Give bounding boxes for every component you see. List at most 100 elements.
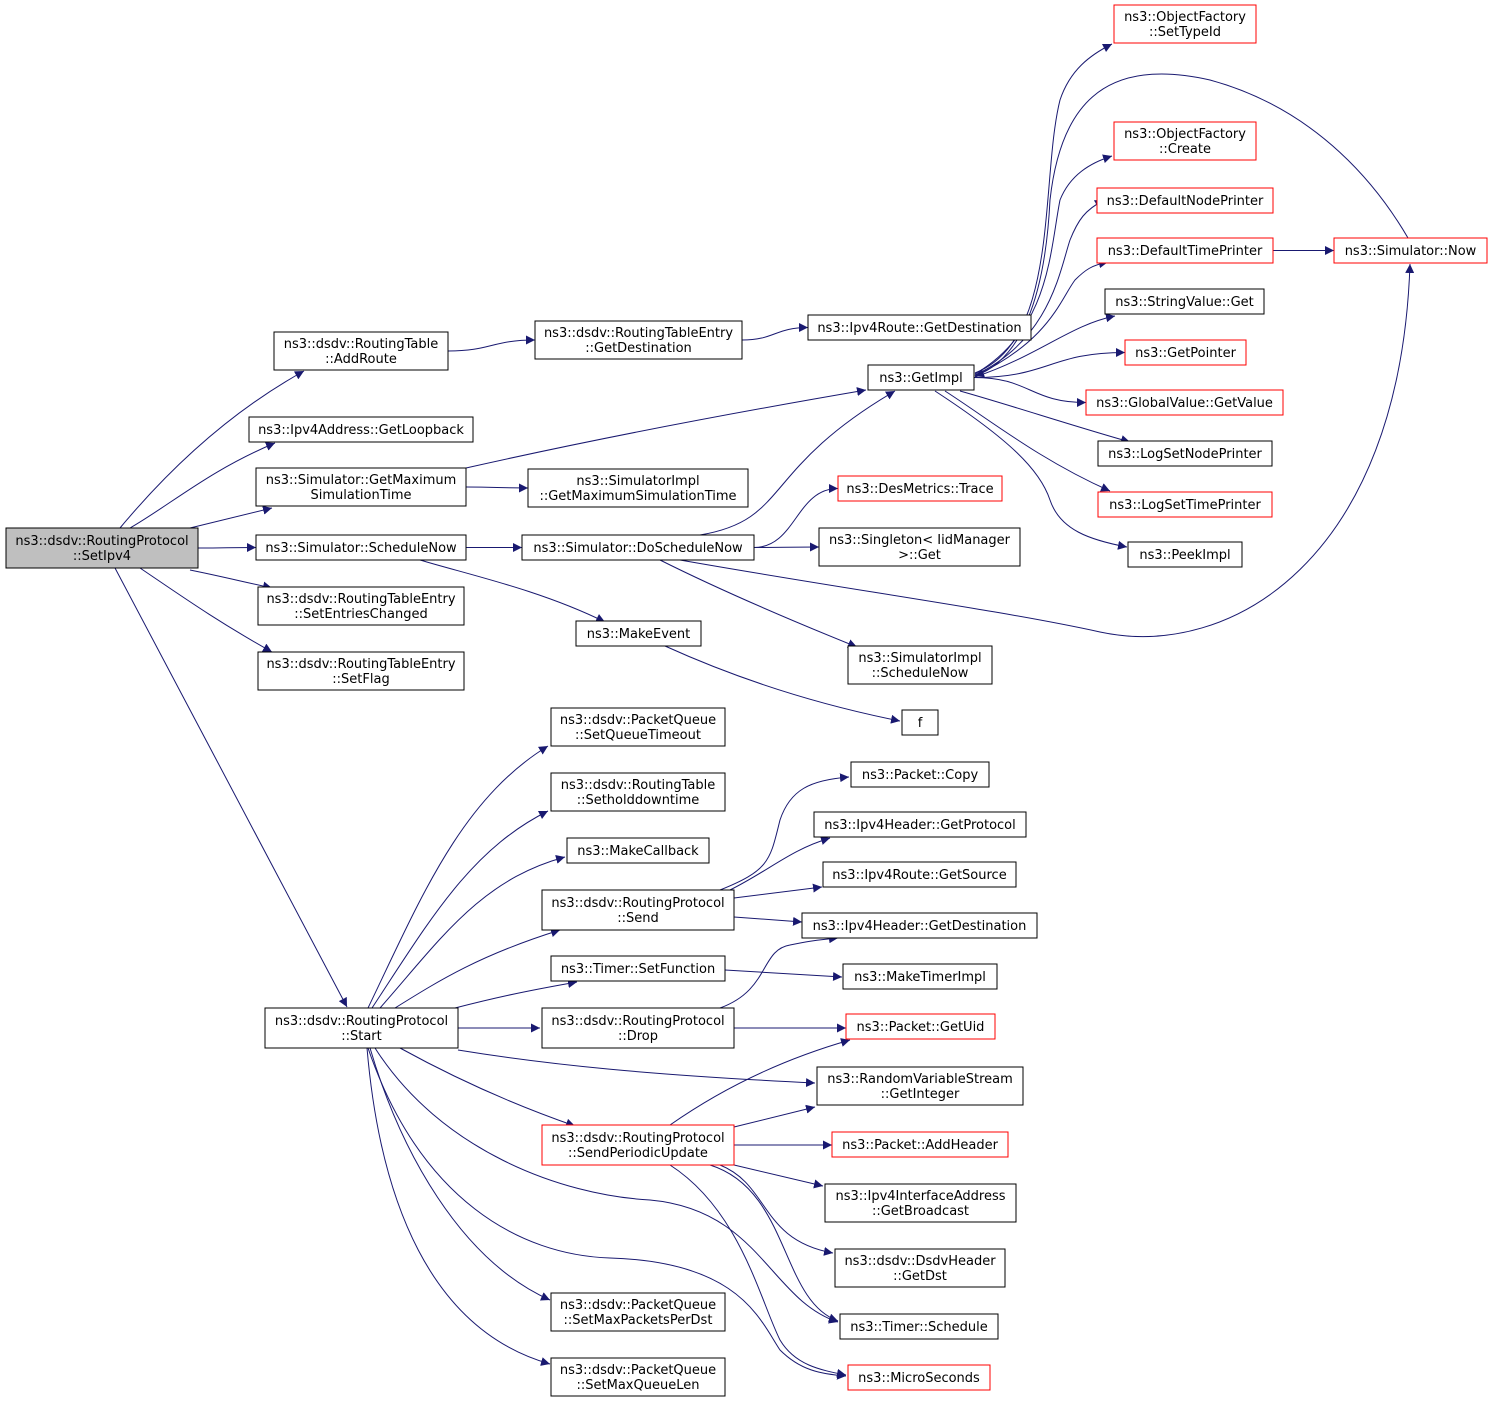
- node-simimpl-getmax[interactable]: ns3::SimulatorImpl::GetMaximumSimulation…: [527, 468, 749, 508]
- node-makecallback[interactable]: ns3::MakeCallback: [566, 837, 710, 864]
- node-label-line: ns3::Ipv4Route::GetDestination: [817, 321, 1021, 336]
- node-sim-getmax[interactable]: ns3::Simulator::GetMaximumSimulationTime: [255, 467, 467, 507]
- edge-setipv4-to-addroute: [119, 370, 305, 529]
- node-label-line: ns3::ObjectFactory: [1124, 127, 1246, 142]
- node-box: [575, 620, 702, 647]
- node-label-line: ns3::dsdv::RoutingTableEntry: [266, 592, 455, 607]
- node-rt-setholddowntime[interactable]: ns3::dsdv::RoutingTable::Setholddowntime: [550, 772, 726, 812]
- node-setipv4[interactable]: ns3::dsdv::RoutingProtocol::SetIpv4: [5, 527, 199, 569]
- node-setflag[interactable]: ns3::dsdv::RoutingTableEntry::SetFlag: [257, 651, 465, 691]
- node-packet-addheader[interactable]: ns3::Packet::AddHeader: [831, 1131, 1009, 1158]
- node-label-line: ns3::dsdv::PacketQueue: [560, 713, 716, 728]
- node-label-line: ::SetMaxQueueLen: [577, 1378, 700, 1393]
- node-box: [816, 1066, 1024, 1106]
- node-dsdvheader-getdst[interactable]: ns3::dsdv::DsdvHeader::GetDst: [834, 1248, 1006, 1288]
- node-label-line: ns3::Simulator::GetMaximum: [266, 473, 457, 488]
- node-box: [850, 761, 990, 788]
- node-sim-doschednow[interactable]: ns3::Simulator::DoScheduleNow: [521, 534, 755, 561]
- node-label-line: ::SetQueueTimeout: [575, 728, 701, 743]
- node-simimpl-schednow[interactable]: ns3::SimulatorImpl::ScheduleNow: [847, 645, 993, 685]
- node-getpointer[interactable]: ns3::GetPointer: [1124, 339, 1247, 366]
- edge-sim-schednow-to-makeevent: [419, 559, 606, 623]
- node-label-line: ns3::dsdv::RoutingProtocol: [551, 1131, 724, 1146]
- node-label-line: ns3::dsdv::DsdvHeader: [844, 1254, 996, 1269]
- node-ipv4header-getprotocol[interactable]: ns3::Ipv4Header::GetProtocol: [813, 811, 1027, 838]
- edge-start-to-rvs-getinteger: [457, 1049, 816, 1088]
- node-timer-schedule[interactable]: ns3::Timer::Schedule: [839, 1313, 999, 1340]
- node-rvs-getinteger[interactable]: ns3::RandomVariableStream::GetInteger: [816, 1066, 1024, 1106]
- node-label-line: ns3::RandomVariableStream: [827, 1072, 1013, 1087]
- node-box: [566, 837, 710, 864]
- node-pq-setmaxpacketsperdst[interactable]: ns3::dsdv::PacketQueue::SetMaxPacketsPer…: [550, 1292, 726, 1332]
- node-addroute[interactable]: ns3::dsdv::RoutingTable::AddRoute: [273, 331, 449, 371]
- node-box: [550, 707, 726, 747]
- node-globalvalue-getvalue[interactable]: ns3::GlobalValue::GetValue: [1085, 389, 1284, 416]
- node-singleton-get[interactable]: ns3::Singleton< IidManager >::Get: [818, 527, 1021, 567]
- node-ipv4route-getdest[interactable]: ns3::Ipv4Route::GetDestination: [807, 314, 1032, 341]
- edge-getimpl-to-logsetnodeprinter: [959, 390, 1131, 444]
- node-label-line: ns3::LogSetNodePrinter: [1108, 447, 1262, 462]
- node-sim-schednow[interactable]: ns3::Simulator::ScheduleNow: [255, 534, 467, 561]
- node-ipv4route-getsource[interactable]: ns3::Ipv4Route::GetSource: [822, 861, 1017, 888]
- node-label-line: ns3::Packet::Copy: [862, 768, 979, 783]
- node-packet-getuid[interactable]: ns3::Packet::GetUid: [845, 1013, 996, 1040]
- edge-rp-sendperiodic-to-microseconds: [669, 1164, 847, 1378]
- edge-rp-send-to-packet-copy: [719, 773, 850, 891]
- edge-setipv4-to-setflag: [139, 567, 273, 653]
- node-logsettimeprinter[interactable]: ns3::LogSetTimePrinter: [1097, 491, 1273, 518]
- node-packet-copy[interactable]: ns3::Packet::Copy: [850, 761, 990, 788]
- node-makeevent[interactable]: ns3::MakeEvent: [575, 620, 702, 647]
- node-label-line: ns3::Simulator::Now: [1345, 244, 1477, 259]
- node-setentrieschanged[interactable]: ns3::dsdv::RoutingTableEntry::SetEntries…: [257, 586, 465, 626]
- node-box: [273, 331, 449, 371]
- node-label-line: ns3::MicroSeconds: [858, 1371, 980, 1386]
- node-getloopback[interactable]: ns3::Ipv4Address::GetLoopback: [248, 416, 474, 443]
- node-logsetnodeprinter[interactable]: ns3::LogSetNodePrinter: [1097, 440, 1273, 467]
- node-timer-setfunction[interactable]: ns3::Timer::SetFunction: [550, 955, 726, 982]
- edge-rp-sendperiodic-to-packet-getuid: [669, 1038, 851, 1126]
- edge-sim-doschednow-to-getimpl: [699, 390, 896, 536]
- node-ipv4ifaddr-getbroadcast[interactable]: ns3::Ipv4InterfaceAddress::GetBroadcast: [824, 1183, 1017, 1223]
- node-box: [257, 586, 465, 626]
- edge-getimpl-to-logsettimeprinter: [944, 390, 1111, 492]
- edge-start-to-timer-schedule: [374, 1047, 839, 1324]
- nodes-layer: ns3::dsdv::RoutingProtocol::SetIpv4ns3::…: [5, 4, 1488, 1397]
- node-rp-send[interactable]: ns3::dsdv::RoutingProtocol::Send: [541, 889, 735, 931]
- node-desmetrics-trace[interactable]: ns3::DesMetrics::Trace: [837, 475, 1003, 502]
- node-pq-setmaxqueuelen[interactable]: ns3::dsdv::PacketQueue::SetMaxQueueLen: [550, 1357, 726, 1397]
- node-stringvalue-get[interactable]: ns3::StringValue::Get: [1104, 288, 1265, 315]
- node-microseconds[interactable]: ns3::MicroSeconds: [847, 1364, 991, 1391]
- node-box: [834, 1248, 1006, 1288]
- node-pq-setqueuetimeout[interactable]: ns3::dsdv::PacketQueue::SetQueueTimeout: [550, 707, 726, 747]
- node-f[interactable]: f: [901, 709, 939, 736]
- edge-start-to-pq-setmaxqueuelen: [366, 1047, 551, 1366]
- node-getimpl[interactable]: ns3::GetImpl: [867, 364, 975, 391]
- node-of-settypeid[interactable]: ns3::ObjectFactory::SetTypeId: [1113, 4, 1257, 44]
- node-box: [1104, 288, 1265, 315]
- node-label-line: ns3::dsdv::PacketQueue: [560, 1363, 716, 1378]
- edge-getimpl-to-getpointer: [973, 348, 1126, 378]
- edge-setipv4-to-sim-getmax: [189, 505, 273, 529]
- node-label-line: ::SendPeriodicUpdate: [568, 1146, 708, 1161]
- edge-addroute-to-rte-getdest: [447, 335, 536, 352]
- edge-getimpl-to-defaulttimeprinter: [974, 259, 1109, 377]
- node-maketimerimpl[interactable]: ns3::MakeTimerImpl: [842, 963, 998, 990]
- node-rp-drop[interactable]: ns3::dsdv::RoutingProtocol::Drop: [541, 1007, 735, 1049]
- node-sim-now[interactable]: ns3::Simulator::Now: [1333, 237, 1488, 264]
- node-peekimpl[interactable]: ns3::PeekImpl: [1127, 541, 1243, 568]
- node-of-create[interactable]: ns3::ObjectFactory::Create: [1113, 121, 1257, 161]
- node-label-line: ns3::GetImpl: [879, 371, 963, 386]
- node-ipv4header-getdest[interactable]: ns3::Ipv4Header::GetDestination: [801, 912, 1038, 939]
- node-label-line: ns3::Packet::GetUid: [857, 1020, 985, 1035]
- edge-rp-send-to-ipv4route-getsource: [733, 883, 823, 899]
- node-defaulttimeprinter[interactable]: ns3::DefaultTimePrinter: [1096, 237, 1274, 264]
- node-defaultnodeprinter[interactable]: ns3::DefaultNodePrinter: [1096, 187, 1274, 214]
- node-label-line: ::SetTypeId: [1149, 25, 1221, 40]
- node-label-line: ns3::dsdv::RoutingProtocol: [551, 896, 724, 911]
- node-start[interactable]: ns3::dsdv::RoutingProtocol::Start: [264, 1007, 459, 1049]
- node-box: [1097, 491, 1273, 518]
- node-rp-sendperiodic[interactable]: ns3::dsdv::RoutingProtocol::SendPeriodic…: [541, 1124, 735, 1166]
- node-rte-getdest[interactable]: ns3::dsdv::RoutingTableEntry::GetDestina…: [534, 320, 743, 360]
- node-box: [255, 467, 467, 507]
- node-box: [839, 1313, 999, 1340]
